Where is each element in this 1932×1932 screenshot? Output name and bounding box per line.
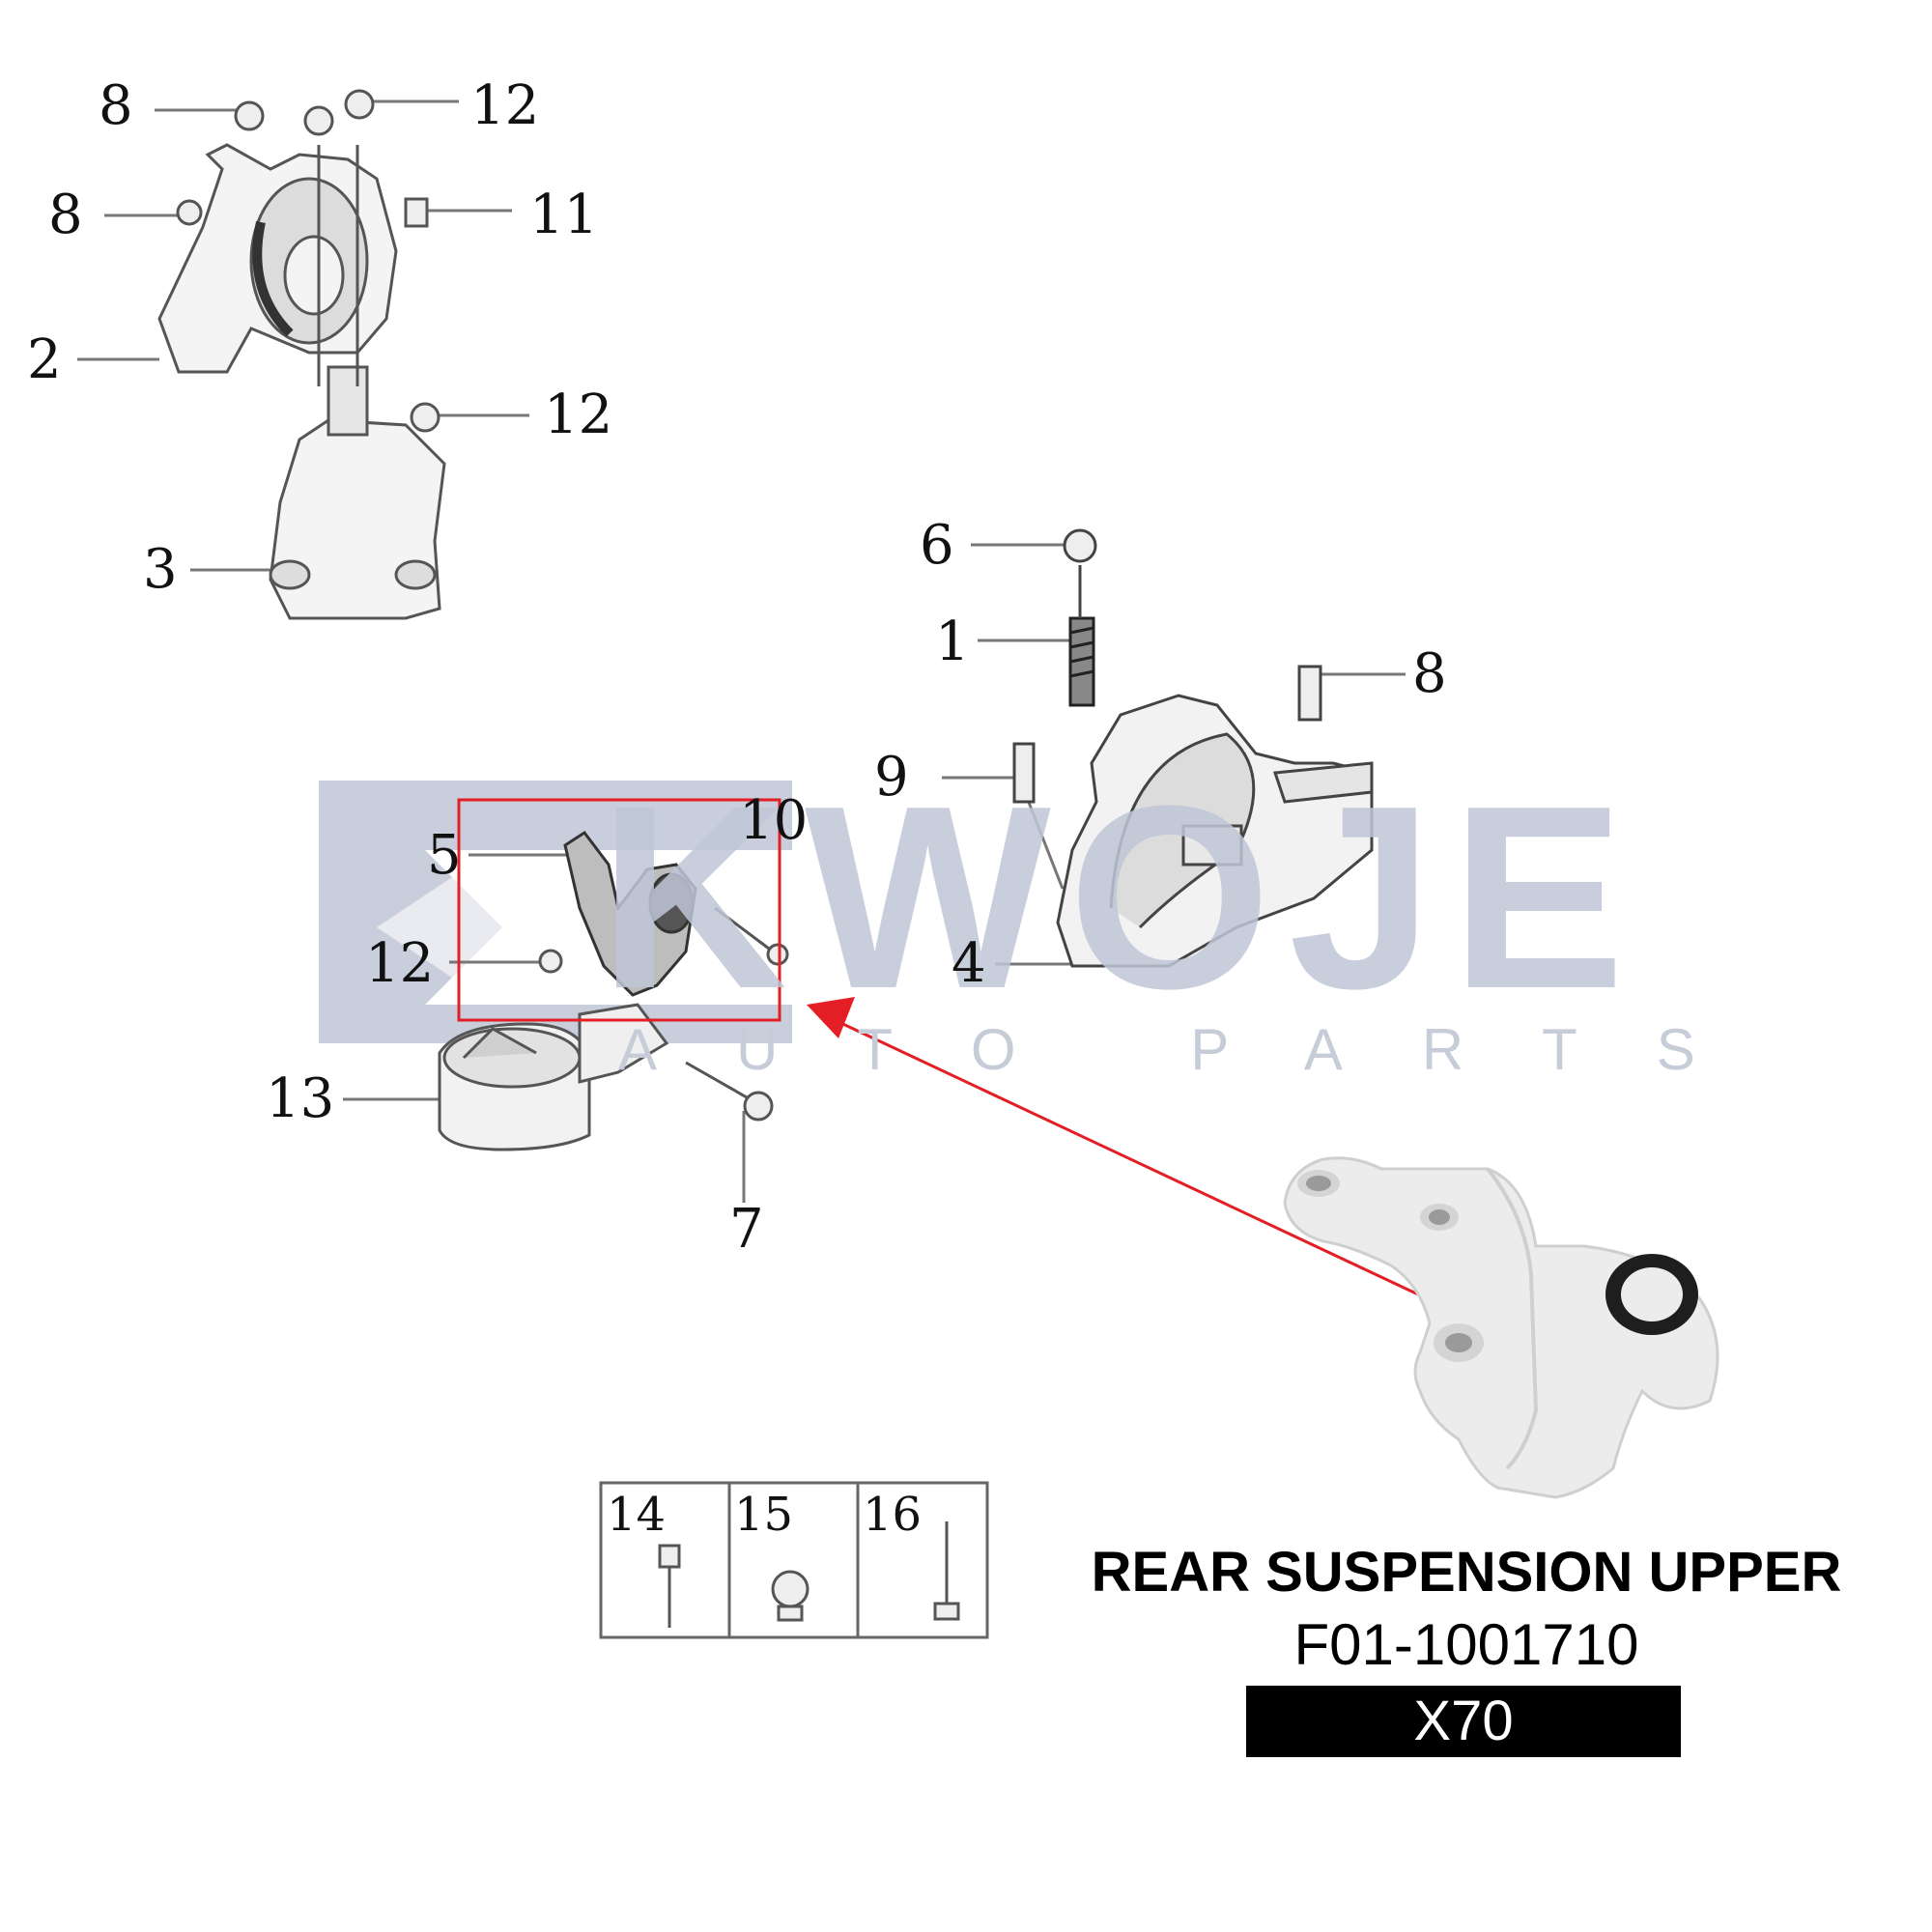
callout-6: 6	[920, 514, 954, 577]
fastener-label-16: 16	[863, 1488, 923, 1542]
callout-12-mid: 12	[544, 384, 613, 446]
watermark-tagline: AUTO PARTS	[618, 1017, 1775, 1082]
highlight-arrow-head	[807, 997, 855, 1038]
fastener-label-15: 15	[734, 1488, 794, 1542]
callout-8-mid: 8	[48, 184, 83, 246]
callout-12-top: 12	[470, 74, 540, 137]
callout-8-right: 8	[1412, 642, 1447, 705]
callout-5: 5	[427, 824, 462, 887]
callout-13: 13	[266, 1067, 335, 1130]
callout-10: 10	[739, 789, 809, 852]
callout-2: 2	[27, 328, 62, 391]
fastener-label-14: 14	[607, 1488, 667, 1542]
fastener-table	[599, 1481, 989, 1639]
product-photo	[1283, 1156, 1719, 1499]
callout-12-low: 12	[365, 932, 435, 995]
model-badge: X70	[1246, 1686, 1681, 1757]
callout-7: 7	[729, 1198, 764, 1261]
rear-bracket-5	[563, 830, 697, 997]
callout-1: 1	[935, 611, 970, 673]
mount-13	[438, 1003, 669, 1151]
bolt-7	[538, 949, 774, 1122]
bolt-10	[714, 906, 789, 966]
highlight-arrow-line	[832, 1017, 1450, 1311]
callout-3: 3	[143, 538, 178, 601]
engine-mount-4	[1056, 694, 1374, 968]
fastener-table-icons	[658, 1521, 960, 1628]
callout-9: 9	[874, 746, 909, 809]
watermark-brand: KWOJE	[599, 753, 1643, 1043]
upper-mount-bracket-2	[157, 143, 398, 374]
nut-icons-top	[176, 89, 440, 433]
callout-8-top: 8	[99, 74, 133, 137]
highlight-box	[457, 798, 781, 1022]
callout-11: 11	[529, 184, 599, 246]
callout-4: 4	[952, 932, 986, 995]
product-title: REAR SUSPENSION UPPER	[1091, 1541, 1842, 1604]
lower-mount-bracket-3	[269, 145, 446, 620]
part-number: F01-1001710	[1293, 1612, 1639, 1677]
stud-1	[1068, 616, 1095, 707]
fastener-icons-right	[1012, 528, 1322, 804]
